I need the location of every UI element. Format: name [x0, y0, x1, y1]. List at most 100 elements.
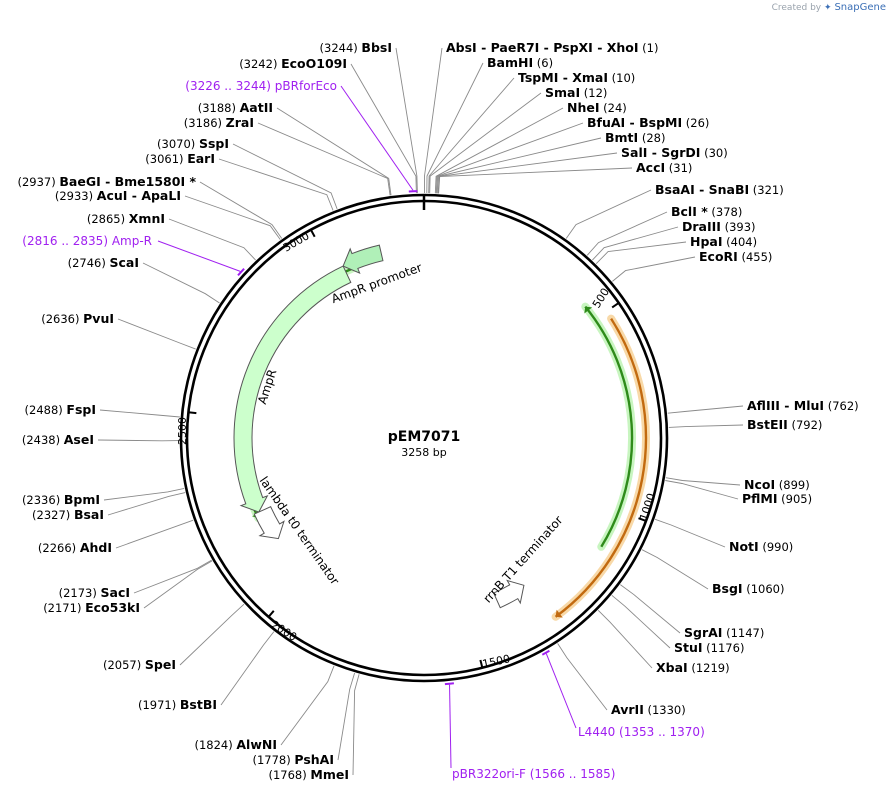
enzyme-cut-position: (762) — [824, 399, 859, 413]
enzyme-label[interactable]: TspMI - XmaI (10) — [518, 70, 635, 85]
enzyme-label[interactable]: AvrII (1330) — [611, 702, 686, 717]
enzyme-leader-line — [654, 518, 726, 548]
enzyme-name: SmaI — [545, 85, 580, 100]
feature-arrow[interactable] — [233, 265, 352, 513]
enzyme-label[interactable]: (1768) MmeI — [269, 767, 350, 782]
enzyme-label[interactable]: SgrAI (1147) — [684, 625, 764, 640]
enzyme-label[interactable]: AflIII - MluI (762) — [747, 398, 859, 413]
enzyme-label[interactable]: NheI (24) — [567, 100, 627, 115]
primer-label[interactable]: (2816 .. 2835) Amp-R — [22, 234, 152, 248]
enzyme-cut-position: (2933) — [55, 189, 97, 203]
enzyme-label[interactable]: BamHI (6) — [487, 55, 553, 70]
enzyme-name: AccI — [636, 160, 665, 175]
enzyme-label[interactable]: (3061) EarI — [145, 151, 215, 166]
enzyme-label[interactable]: AccI (31) — [636, 160, 692, 175]
enzyme-name: AcuI — [97, 188, 128, 203]
enzyme-name: AhdI — [80, 540, 112, 555]
enzyme-label[interactable]: (3242) EcoO109I — [239, 56, 347, 71]
primer-label[interactable]: pBR322ori-F (1566 .. 1585) — [452, 767, 615, 781]
orf-arc[interactable] — [554, 317, 648, 618]
scale-tick-label: 2500 — [176, 417, 189, 445]
enzyme-label[interactable]: BfuAI - BspMI (26) — [587, 115, 709, 130]
enzyme-label[interactable]: BstEII (792) — [747, 417, 822, 432]
enzyme-leader-line — [435, 122, 584, 194]
feature-arrow[interactable] — [253, 506, 285, 540]
enzyme-label[interactable]: AbsI - PaeR7I - PspXI - XhoI (1) — [446, 40, 658, 55]
enzyme-name: AseI — [64, 432, 94, 447]
feature-arrow[interactable] — [493, 579, 525, 609]
enzyme-label[interactable]: SalI - SgrDI (30) — [621, 145, 728, 160]
enzyme-label[interactable]: (3244) BbsI — [320, 40, 392, 55]
enzyme-label[interactable]: (1824) AlwNI — [194, 737, 277, 752]
enzyme-cut-position: (1824) — [194, 738, 236, 752]
enzyme-cut-position: (2173) — [59, 586, 101, 600]
enzyme-name: BstBI — [180, 697, 217, 712]
primer-name: pBRforEco — [275, 79, 337, 93]
primer-leader-line — [340, 85, 414, 191]
enzyme-label[interactable]: (2171) Eco53kI — [43, 600, 140, 615]
enzyme-name: - BspMI — [625, 115, 682, 130]
enzyme-label[interactable]: (3070) SspI — [157, 136, 229, 151]
enzyme-label[interactable]: BclI * (378) — [671, 204, 742, 219]
enzyme-leader-line — [395, 47, 418, 194]
scale-tick — [611, 302, 620, 309]
enzyme-label[interactable]: BmtI (28) — [605, 130, 665, 145]
enzyme-label[interactable]: BsgI (1060) — [712, 581, 784, 596]
enzyme-leader-line — [179, 603, 245, 666]
enzyme-label[interactable]: (1778) PshAI — [252, 752, 334, 767]
enzyme-label[interactable]: StuI (1176) — [674, 640, 744, 655]
primer-label[interactable]: (3226 .. 3244) pBRforEco — [185, 79, 337, 93]
enzyme-name: EcoRI — [699, 249, 738, 264]
enzyme-label[interactable]: (2057) SpeI — [103, 657, 176, 672]
orf-arc[interactable] — [584, 305, 634, 548]
enzyme-label[interactable]: (2327) BsaI — [32, 507, 104, 522]
primer-bind-mark[interactable] — [237, 268, 245, 277]
enzyme-name: SspI — [199, 136, 229, 151]
enzyme-leader-line — [620, 584, 681, 634]
enzyme-leader-line — [424, 47, 443, 193]
enzyme-label[interactable]: PflMI (905) — [742, 491, 812, 506]
enzyme-label[interactable]: (3186) ZraI — [184, 115, 254, 130]
enzyme-name: SpeI — [145, 657, 176, 672]
enzyme-label[interactable]: (2636) PvuI — [41, 311, 114, 326]
feature-arrow[interactable] — [342, 244, 384, 275]
primer-label[interactable]: L4440 (1353 .. 1370) — [578, 725, 705, 739]
enzyme-label[interactable]: (2173) SacI — [59, 585, 130, 600]
enzyme-cut-position: (2636) — [41, 312, 83, 326]
primer-bind-mark[interactable] — [541, 649, 550, 656]
enzyme-label[interactable]: (1971) BstBI — [138, 697, 217, 712]
enzyme-name: - XhoI — [593, 40, 639, 55]
enzyme-label[interactable]: (2488) FspI — [25, 402, 96, 417]
enzyme-label[interactable]: SmaI (12) — [545, 85, 607, 100]
enzyme-leader-line — [434, 107, 564, 194]
enzyme-name: NcoI — [744, 477, 775, 492]
enzyme-label[interactable]: NotI (990) — [729, 539, 793, 554]
enzyme-label[interactable]: (2438) AseI — [22, 432, 94, 447]
enzyme-name: XbaI — [656, 660, 688, 675]
enzyme-name: - XmaI — [558, 70, 608, 85]
enzyme-cut-position: (2937) — [17, 175, 59, 189]
enzyme-name: - PspXI — [539, 40, 593, 55]
enzyme-label[interactable]: (2746) ScaI — [68, 255, 139, 270]
primer-bind-mark[interactable] — [444, 682, 455, 686]
enzyme-label[interactable]: XbaI (1219) — [656, 660, 730, 675]
enzyme-label[interactable]: BsaAI - SnaBI (321) — [655, 182, 784, 197]
enzyme-labels: AbsI - PaeR7I - PspXI - XhoI (1)BamHI (6… — [17, 40, 858, 782]
primer-marks — [157, 85, 577, 769]
enzyme-label[interactable]: NcoI (899) — [744, 477, 810, 492]
enzyme-label[interactable]: HpaI (404) — [690, 234, 757, 249]
enzyme-label[interactable]: EcoRI (455) — [699, 249, 772, 264]
scale-tick — [479, 659, 484, 668]
enzyme-cut-position: (2746) — [68, 256, 110, 270]
enzyme-leader-line — [103, 487, 185, 501]
enzyme-label[interactable]: (2933) AcuI - ApaLI — [55, 188, 181, 203]
enzyme-label[interactable]: (2865) XmnI — [87, 211, 165, 226]
enzyme-leader-line — [97, 439, 180, 442]
enzyme-label[interactable]: (3188) AatII — [198, 100, 273, 115]
enzyme-label[interactable]: DraIII (393) — [682, 219, 756, 234]
enzyme-label[interactable]: (2266) AhdI — [38, 540, 112, 555]
enzyme-label[interactable]: (2937) BaeGI - Bme1580I * — [17, 174, 196, 189]
enzyme-leader-line — [337, 672, 356, 761]
enzyme-label[interactable]: (2336) BpmI — [22, 492, 100, 507]
